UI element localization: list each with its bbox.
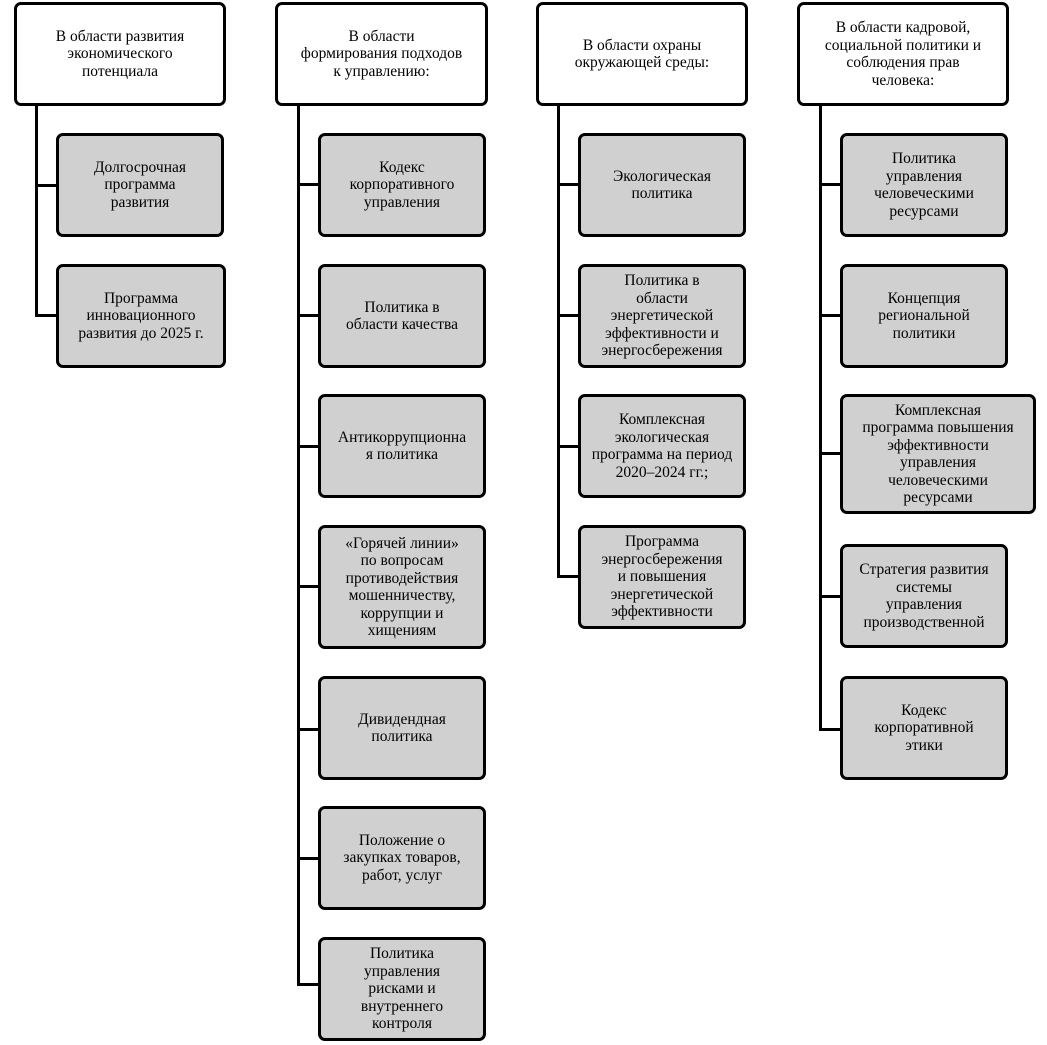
item-energy-efficiency-policy: Политика в области энергетической эффект… [578,264,746,368]
item-procurement-regulation: Положение о закупках товаров, работ, усл… [318,806,486,910]
item-quality-policy: Политика в области качества [318,264,486,368]
item-energy-saving-program: Программа энергосбережения и повышения э… [578,525,746,629]
connector-branch [819,183,841,186]
header-economic-potential: В области развития экономического потенц… [14,2,226,106]
connector-branch [557,575,579,578]
connector-trunk-environment [557,104,560,578]
item-corporate-governance-code: Кодекс корпоративного управления [318,133,486,237]
item-hotline: «Горячей линии» по вопросам противодейст… [318,525,486,649]
connector-branch [819,314,841,317]
connector-branch [297,314,319,317]
connector-trunk-management [297,104,300,986]
connector-branch [557,314,579,317]
connector-branch [819,728,841,731]
connector-branch [297,983,319,986]
connector-branch [297,728,319,731]
connector-branch [297,445,319,448]
item-regional-policy-concept: Концепция региональной политики [840,264,1008,368]
connector-branch [557,445,579,448]
connector-branch [35,314,57,317]
item-long-term-program: Долгосрочная программа развития [56,133,224,237]
connector-branch [557,183,579,186]
item-corporate-ethics-code: Кодекс корпоративной этики [840,676,1008,780]
connector-branch [35,184,57,187]
header-environment: В области охраны окружающей среды: [536,2,748,106]
connector-branch [819,595,841,598]
item-ecological-policy: Экологическая политика [578,133,746,237]
connector-branch [297,183,319,186]
connector-branch [819,452,841,455]
connector-trunk-hr [819,104,822,731]
connector-trunk-economic [35,104,38,317]
item-complex-ecological-program: Комплексная экологическая программа на п… [578,394,746,498]
item-production-system-strategy: Стратегия развития системы управления пр… [840,544,1008,648]
header-management-approaches: В области формирования подходов к управл… [275,2,488,106]
connector-branch [297,585,319,588]
item-innovation-program: Программа инновационного развития до 202… [56,264,226,368]
item-dividend-policy: Дивидендная политика [318,676,486,780]
item-hr-efficiency-program: Комплексная программа повышения эффектив… [840,394,1036,514]
header-hr-social: В области кадровой, социальной политики … [797,2,1009,106]
item-anticorruption-policy: Антикоррупционна я политика [318,394,486,498]
item-risk-management-policy: Политика управления рисками и внутреннег… [318,937,486,1041]
item-hr-management-policy: Политика управления человеческими ресурс… [840,133,1008,237]
connector-branch [297,857,319,860]
